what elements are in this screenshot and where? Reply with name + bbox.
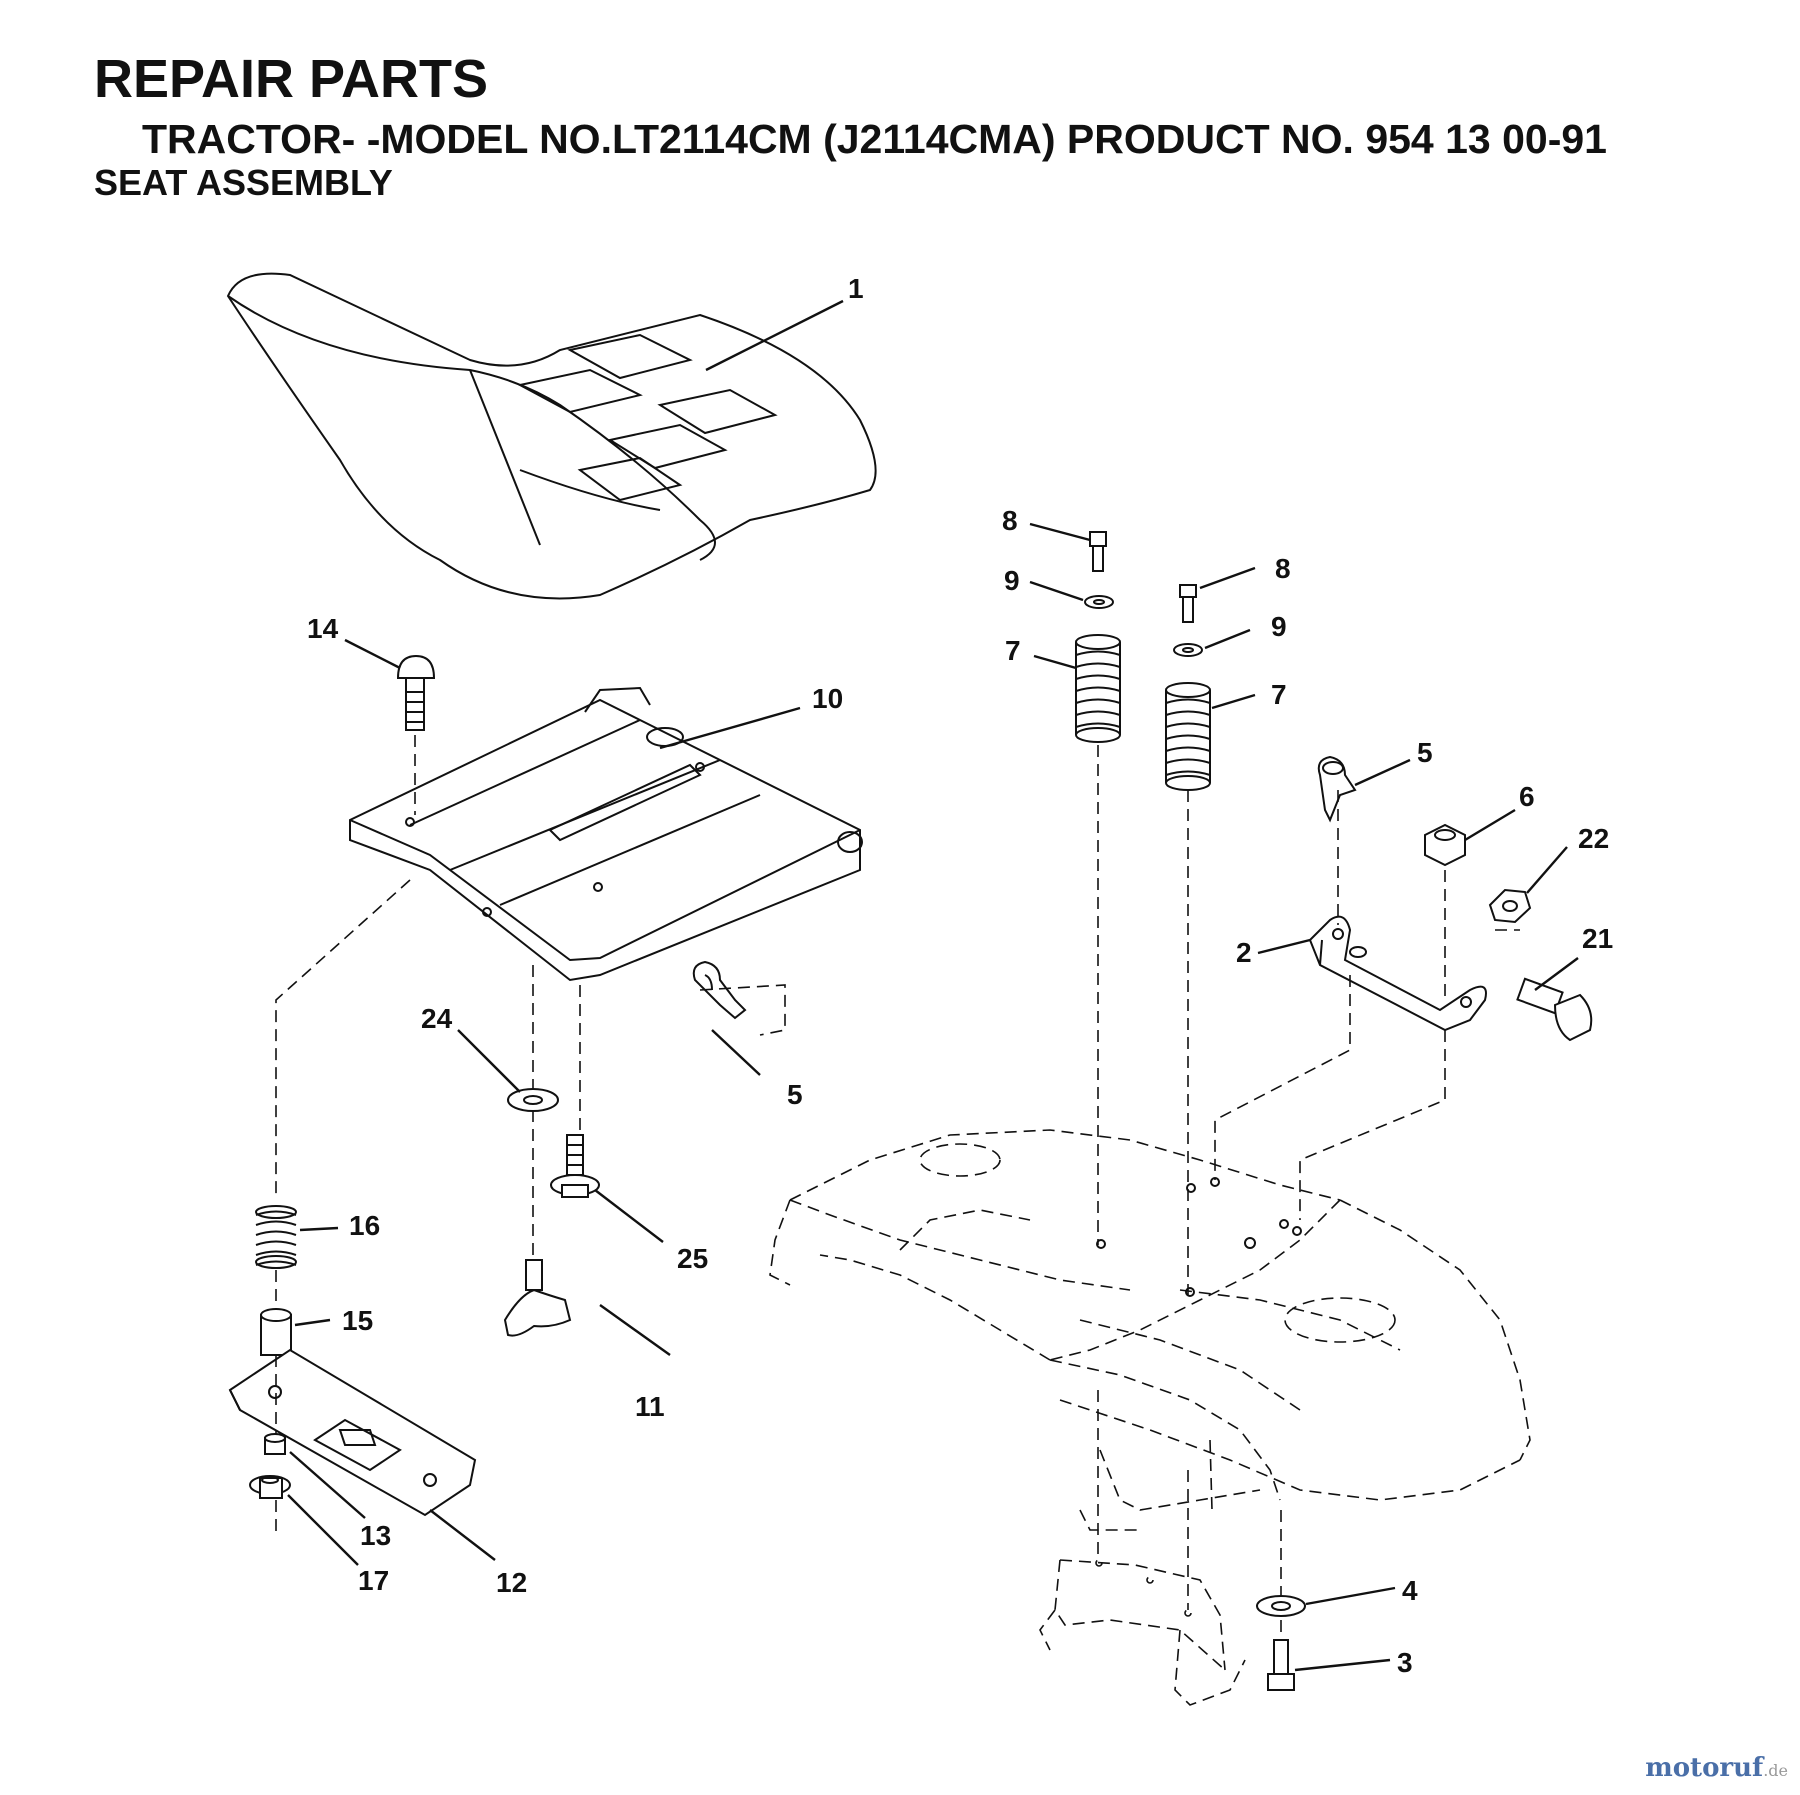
callout-labels: 1 2 3 4 5 5 6 7 7 8 8 9 9 10 11 12 13 14… <box>307 273 1613 1678</box>
callout-16: 16 <box>349 1210 380 1241</box>
washer-part-4 <box>1256 1595 1306 1617</box>
lock-nut-part-6 <box>1424 823 1466 867</box>
shoulder-bolt-part-25 <box>550 1134 600 1198</box>
callout-5-right: 5 <box>1417 737 1433 768</box>
page-title: REPAIR PARTS <box>94 49 489 109</box>
callout-12: 12 <box>496 1567 527 1598</box>
callout-17: 17 <box>358 1565 389 1596</box>
nut-part-13 <box>264 1433 286 1455</box>
bracket-part-2 <box>1308 915 1487 1032</box>
clip-part-5-left <box>692 960 747 1020</box>
callout-7-right: 7 <box>1271 679 1287 710</box>
spring-part-7-left <box>1075 634 1121 743</box>
bolt-part-3 <box>1267 1639 1295 1691</box>
seat-part-1 <box>226 272 877 600</box>
callout-4: 4 <box>1402 1575 1418 1606</box>
flange-nut-part-17 <box>249 1475 291 1499</box>
assembly-lines <box>275 735 1520 1638</box>
clip-part-5-right <box>1317 755 1357 823</box>
callout-3: 3 <box>1397 1647 1413 1678</box>
callout-7-left: 7 <box>1005 635 1021 666</box>
shoulder-bolt-part-21 <box>1516 977 1593 1042</box>
slide-plate-part-12 <box>228 1348 477 1517</box>
callout-11: 11 <box>635 1391 665 1422</box>
callout-6: 6 <box>1519 781 1535 812</box>
callout-10: 10 <box>812 683 843 714</box>
washer-part-9-left <box>1084 595 1114 609</box>
watermark-logo: motoruf.de <box>1645 1753 1788 1783</box>
bolt-part-8-right <box>1179 584 1197 623</box>
callout-22: 22 <box>1578 823 1609 854</box>
callout-9-right: 9 <box>1271 611 1287 642</box>
watermark-tld: .de <box>1763 1761 1788 1780</box>
seat-grip-pattern <box>517 333 778 502</box>
callout-1: 1 <box>848 273 864 304</box>
knob-part-11 <box>503 1259 572 1337</box>
callout-25: 25 <box>677 1243 708 1274</box>
callout-5-left: 5 <box>787 1079 803 1110</box>
frame-mount-holes <box>1096 1177 1302 1297</box>
watermark-brand: motoruf <box>1645 1753 1764 1783</box>
spring-part-16 <box>255 1205 297 1269</box>
seat-pan-part-10 <box>349 686 863 982</box>
leader-lines <box>287 299 1579 1672</box>
carriage-bolt-part-14 <box>396 654 436 731</box>
bolt-part-8-left <box>1089 531 1107 572</box>
nut-part-22 <box>1488 888 1532 924</box>
tractor-frame-outline <box>769 1129 1531 1531</box>
spacer-part-15 <box>260 1308 292 1356</box>
callout-8-right: 8 <box>1275 553 1291 584</box>
spring-part-7-right <box>1165 682 1211 791</box>
callout-9-left: 9 <box>1004 565 1020 596</box>
washer-part-9-right <box>1173 643 1203 657</box>
callout-14: 14 <box>307 613 339 644</box>
callout-21: 21 <box>1582 923 1613 954</box>
section-title: SEAT ASSEMBLY <box>94 162 393 203</box>
callout-15: 15 <box>342 1305 373 1336</box>
frame-lower-bracket <box>1039 1559 1246 1706</box>
washer-part-24 <box>507 1088 559 1112</box>
callout-2: 2 <box>1236 937 1252 968</box>
callout-24: 24 <box>421 1003 453 1034</box>
callout-8-left: 8 <box>1002 505 1018 536</box>
model-line: TRACTOR- -MODEL NO.LT2114CM (J2114CMA) P… <box>142 116 1607 162</box>
callout-13: 13 <box>360 1520 391 1551</box>
